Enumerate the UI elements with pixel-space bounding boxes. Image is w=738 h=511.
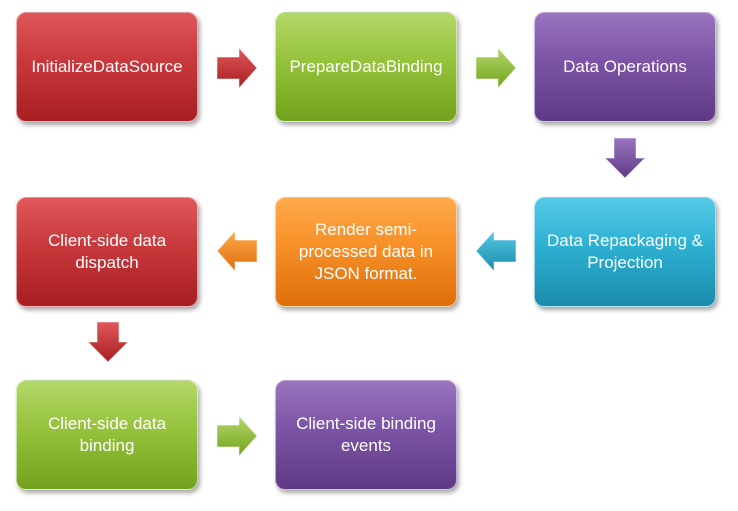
node-client-binding-events: Client-side binding events bbox=[275, 380, 457, 490]
node-client-binding: Client-side data binding bbox=[16, 380, 198, 490]
node-render-json: Render semi- processed data in JSON form… bbox=[275, 197, 457, 307]
arrow-left-icon bbox=[215, 229, 259, 273]
node-label: Client-side binding events bbox=[296, 414, 436, 455]
node-client-dispatch: Client-side data dispatch bbox=[16, 197, 198, 307]
node-label: Data Repackaging & Projection bbox=[547, 231, 703, 272]
node-label: InitializeDataSource bbox=[31, 57, 183, 76]
arrow-right-icon bbox=[215, 414, 259, 458]
arrow-right-icon bbox=[474, 46, 518, 90]
node-label: Data Operations bbox=[563, 57, 687, 76]
node-label: Client-side data binding bbox=[47, 414, 167, 455]
arrow-left-icon bbox=[474, 229, 518, 273]
arrow-right-icon bbox=[215, 46, 259, 90]
arrow-down-icon bbox=[603, 136, 647, 180]
node-prepare-databinding: PrepareDataBinding bbox=[275, 12, 457, 122]
node-label: PrepareDataBinding bbox=[289, 57, 443, 76]
node-label: Render semi- processed data in JSON form… bbox=[298, 220, 434, 283]
node-data-repackaging: Data Repackaging & Projection bbox=[534, 197, 716, 307]
node-data-operations: Data Operations bbox=[534, 12, 716, 122]
arrow-down-icon bbox=[86, 320, 130, 364]
node-label: Client-side data dispatch bbox=[47, 231, 167, 272]
node-initialize-datasource: InitializeDataSource bbox=[16, 12, 198, 122]
